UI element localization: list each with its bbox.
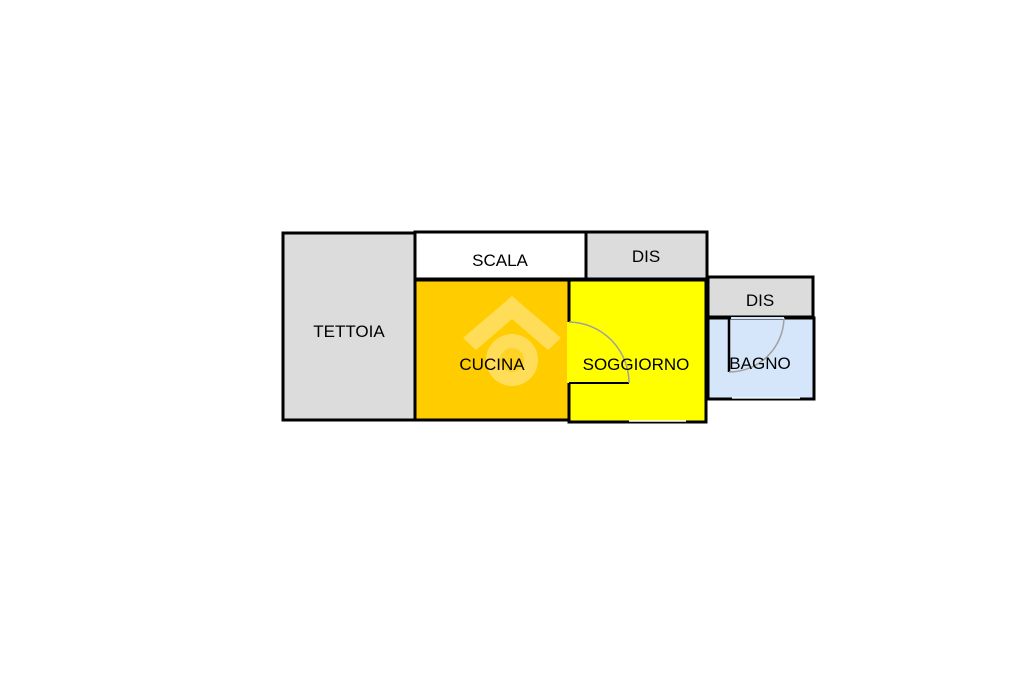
- label-dis-right: DIS: [746, 291, 774, 310]
- label-tettoia: TETTOIA: [313, 322, 385, 341]
- label-cucina: CUCINA: [459, 355, 525, 374]
- house-logo-icon: [463, 296, 561, 386]
- room-tettoia: [281, 231, 417, 422]
- label-scala: SCALA: [472, 251, 528, 270]
- label-bagno: BAGNO: [729, 354, 790, 373]
- room-soggiorno: [567, 278, 708, 424]
- label-soggiorno: SOGGIORNO: [583, 355, 690, 374]
- door-arc-bagno: [728, 317, 785, 373]
- room-bagno: [706, 316, 816, 401]
- door-arc-soggiorno: [568, 321, 630, 384]
- label-dis-top: DIS: [632, 247, 660, 266]
